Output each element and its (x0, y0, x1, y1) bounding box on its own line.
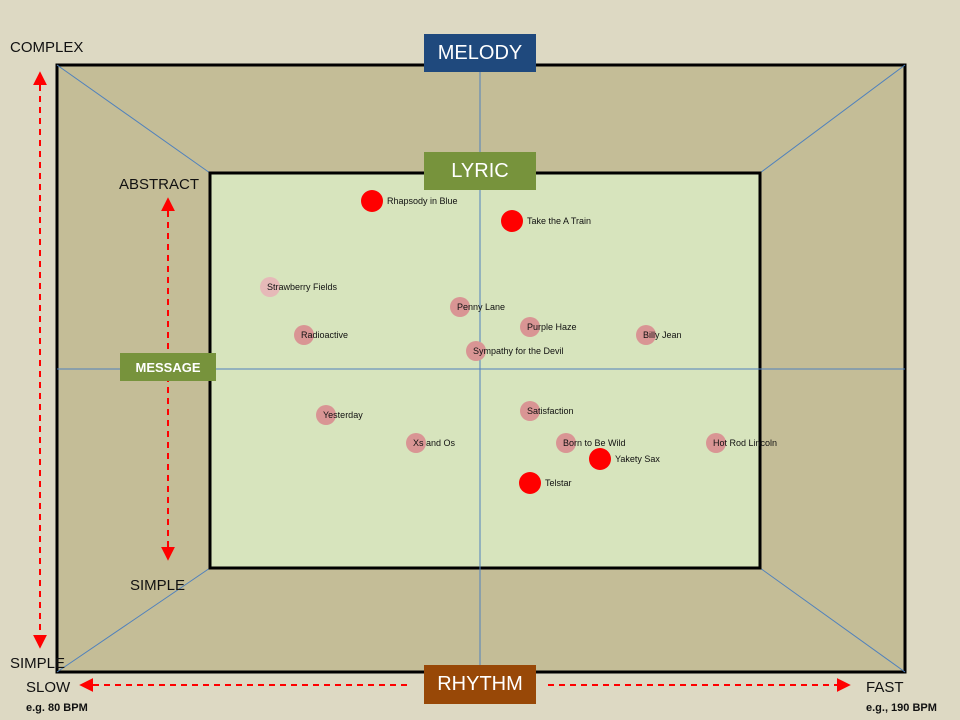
fast-bpm-label: e.g., 190 BPM (866, 702, 937, 714)
simple-outer-label: SIMPLE (10, 655, 66, 672)
song-marker: Radioactive (294, 325, 348, 345)
fast-label: FAST (866, 679, 904, 696)
song-marker: Satisfaction (520, 401, 574, 421)
slow-bpm-label: e.g. 80 BPM (26, 702, 88, 714)
song-dot (556, 433, 576, 453)
song-label: Xs and Os (413, 438, 456, 448)
song-marker: Penny Lane (450, 297, 505, 317)
song-marker: Xs and Os (406, 433, 456, 453)
song-label: Strawberry Fields (267, 282, 338, 292)
song-marker: Billy Jean (636, 325, 682, 345)
slow-label: SLOW (26, 679, 71, 696)
song-dot (706, 433, 726, 453)
song-dot (406, 433, 426, 453)
song-dot (466, 341, 486, 361)
song-marker: Purple Haze (520, 317, 577, 337)
song-dot (520, 317, 540, 337)
song-label: Take the A Train (527, 216, 591, 226)
song-dot (260, 277, 280, 297)
song-dot (361, 190, 383, 212)
perspective-lines (56, 64, 906, 673)
song-marker: Take the A Train (501, 210, 591, 232)
song-label: Radioactive (301, 330, 348, 340)
lyric-tag: LYRIC (424, 152, 536, 190)
song-marker: Born to Be Wild (556, 433, 626, 453)
song-dot (294, 325, 314, 345)
message-tag: MESSAGE (120, 353, 216, 381)
song-marker: Yakety Sax (589, 448, 660, 470)
song-marker: Telstar (519, 472, 572, 494)
song-dot (501, 210, 523, 232)
song-dot (520, 401, 540, 421)
song-dot (316, 405, 336, 425)
song-marker: Rhapsody in Blue (361, 190, 458, 212)
abstract-label: ABSTRACT (119, 176, 200, 193)
inner-frame (208, 171, 762, 570)
rhythm-tag: RHYTHM (424, 665, 536, 704)
song-label: Hot Rod Lincoln (713, 438, 777, 448)
song-label: Telstar (545, 478, 572, 488)
song-dot (450, 297, 470, 317)
song-label: Born to Be Wild (563, 438, 626, 448)
song-label: Purple Haze (527, 322, 577, 332)
song-marker: Hot Rod Lincoln (706, 433, 777, 453)
song-label: Yesterday (323, 410, 363, 420)
song-label: Yakety Sax (615, 454, 660, 464)
complex-label: COMPLEX (10, 39, 84, 56)
song-marker: Sympathy for the Devil (466, 341, 564, 361)
melody-tag: MELODY (424, 34, 536, 72)
song-label: Billy Jean (643, 330, 682, 340)
song-marker: Yesterday (316, 405, 363, 425)
song-marker: Strawberry Fields (260, 277, 338, 297)
song-dot (589, 448, 611, 470)
song-label: Sympathy for the Devil (473, 346, 564, 356)
simple-inner-label: SIMPLE (130, 577, 186, 594)
song-dot (519, 472, 541, 494)
song-label: Penny Lane (457, 302, 505, 312)
song-label: Rhapsody in Blue (387, 196, 458, 206)
song-dot (636, 325, 656, 345)
song-label: Satisfaction (527, 406, 574, 416)
